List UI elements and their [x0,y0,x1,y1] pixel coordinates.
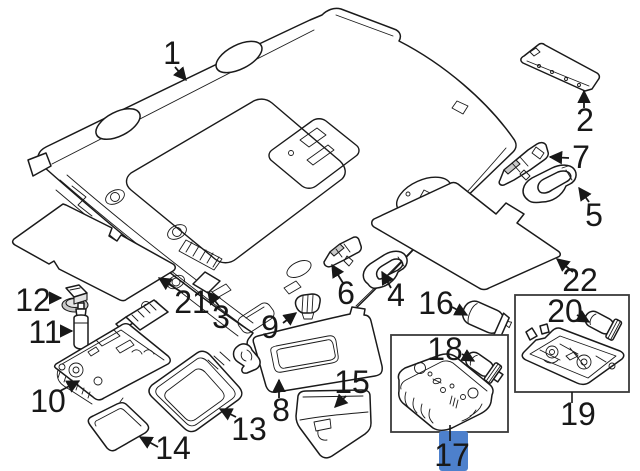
part-7-handle-bracket [498,141,549,186]
arrow-5 [578,186,592,203]
part-2-outline [520,42,601,92]
callout-18[interactable]: 18 [427,331,463,367]
callout-15[interactable]: 15 [334,364,370,400]
part-15-storage-box [295,389,372,459]
arrow-1 [172,66,187,82]
callout-11[interactable]: 11 [28,314,61,350]
arrow-7 [548,150,570,165]
part-5-outline [522,164,577,204]
callout-3[interactable]: 3 [212,299,230,335]
part-10-console-module [53,299,171,405]
callout-6[interactable]: 6 [337,275,355,311]
callout-8[interactable]: 8 [272,392,290,428]
callout-21[interactable]: 21 [174,284,210,320]
part-13-console-bezel [148,350,243,433]
part-9-visor-clip [294,293,321,320]
arrow-13 [218,408,237,421]
part-14-outline [87,401,150,452]
callout-7[interactable]: 7 [572,139,590,175]
part-17-dome-lamp [397,353,494,431]
callout-17-selected[interactable]: 17 [434,437,470,471]
part-11-bulb [73,302,89,350]
part-6-outline [323,236,362,268]
part-16-festoon-bulb [461,300,513,337]
arrow-15 [334,393,349,408]
part-13-outline [148,350,243,433]
arrow-22 [555,258,574,273]
callout-14[interactable]: 14 [155,430,191,466]
arrow-6 [331,263,345,284]
part-21-shade-panel [11,203,176,302]
console-cutout [268,118,360,189]
part-5-grab-handle [522,164,577,204]
part-8-sun-visor [232,306,383,393]
callout-19[interactable]: 19 [560,396,596,432]
callout-20[interactable]: 20 [547,293,583,329]
callout-9[interactable]: 9 [261,309,279,345]
callout-12[interactable]: 12 [15,282,51,318]
callout-10[interactable]: 10 [30,383,66,419]
arrow-9 [282,312,298,326]
callout-1[interactable]: 1 [163,35,181,71]
callout-arrows [48,66,592,449]
part-14-lens [87,397,150,452]
callout-2[interactable]: 2 [576,102,594,138]
callout-13[interactable]: 13 [231,411,267,447]
arrow-14 [138,436,159,449]
part-6-handle-bracket [323,236,362,268]
arrow-4 [381,270,394,289]
selected-callout-highlight-band[interactable] [439,431,468,471]
callout-22[interactable]: 22 [562,262,598,298]
part-12-outline [65,284,88,298]
callout-16[interactable]: 16 [418,285,454,321]
arrow-16 [451,303,469,316]
arrow-3 [207,290,221,307]
part-22-shade-panel [371,181,561,291]
part-21-outline [11,203,176,302]
arrow-10 [59,380,81,393]
arrow-18 [460,349,476,362]
part-10-outline [53,323,171,401]
part-22-outline [371,181,561,291]
part-15-outline [295,389,372,459]
part-7-outline [498,141,549,186]
part-19-lamp-assembly [521,323,625,386]
callout-4[interactable]: 4 [387,277,405,313]
arrow-20 [575,310,591,323]
sunroof-opening [125,98,346,264]
part-2-trim-strip [520,42,601,92]
arrow-21 [157,277,184,294]
part-11-outline [73,314,89,350]
callout-5[interactable]: 5 [585,197,603,233]
